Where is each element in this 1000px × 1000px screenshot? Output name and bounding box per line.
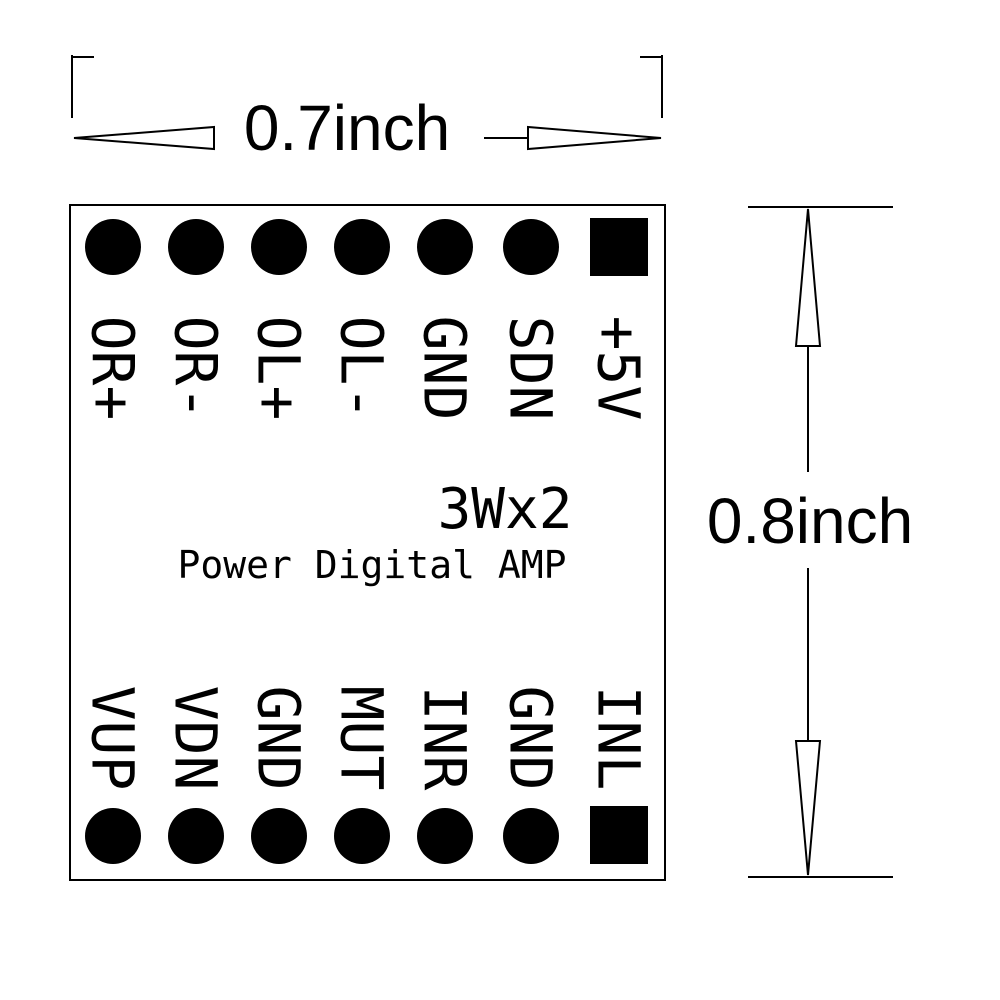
width-dimension: 0.7inch <box>71 55 663 164</box>
height-dimension: 0.8inch <box>707 206 913 878</box>
pads-top-row <box>85 218 648 276</box>
pin-label-top-1: OR+ <box>79 316 147 421</box>
pin-label-top-5: GND <box>411 316 479 421</box>
module-title: 3Wx2 <box>438 477 573 542</box>
height-dimension-label: 0.8inch <box>707 485 913 557</box>
width-dimension-label: 0.7inch <box>244 92 450 164</box>
pad-bottom-5 <box>417 808 473 864</box>
pad-bottom-6 <box>503 808 559 864</box>
height-arrow-up-icon <box>794 208 822 347</box>
pin-label-top-4: OL- <box>328 316 396 421</box>
pads-bottom-row <box>85 806 648 864</box>
pad-top-3 <box>251 219 307 275</box>
pad-top-4 <box>334 219 390 275</box>
pin-label-bottom-4: MUT <box>328 686 396 791</box>
width-arrow-left-icon <box>73 125 215 151</box>
pad-bottom-2 <box>168 808 224 864</box>
pin-label-bottom-3: GND <box>245 686 313 791</box>
board-outline <box>69 204 666 881</box>
pad-top-5 <box>417 219 473 275</box>
pad-top-7-square <box>590 218 648 276</box>
pad-bottom-4 <box>334 808 390 864</box>
pad-bottom-7-square <box>590 806 648 864</box>
pin-label-top-3: OL+ <box>245 316 313 421</box>
pad-top-1 <box>85 219 141 275</box>
pad-bottom-3 <box>251 808 307 864</box>
pad-top-6 <box>503 219 559 275</box>
pin-label-bottom-2: VDN <box>162 686 230 791</box>
module-subtitle: Power Digital AMP <box>178 543 567 587</box>
pad-top-2 <box>168 219 224 275</box>
pin-label-bottom-6: GND <box>497 686 565 791</box>
width-arrow-right-icon <box>527 125 662 151</box>
pin-label-bottom-7: INL <box>585 686 653 791</box>
pin-labels-top: OR+ OR- OL+ OL- GND SDN +5V <box>79 316 653 421</box>
pin-labels-bottom: VUP VDN GND MUT INR GND INL <box>79 686 653 791</box>
height-arrow-down-icon <box>794 740 822 876</box>
pin-label-top-2: OR- <box>162 316 230 421</box>
pin-label-top-6: SDN <box>497 316 565 421</box>
pin-label-bottom-1: VUP <box>79 686 147 791</box>
pin-label-top-7: +5V <box>585 316 653 421</box>
pad-bottom-1 <box>85 808 141 864</box>
pin-label-bottom-5: INR <box>411 686 479 791</box>
